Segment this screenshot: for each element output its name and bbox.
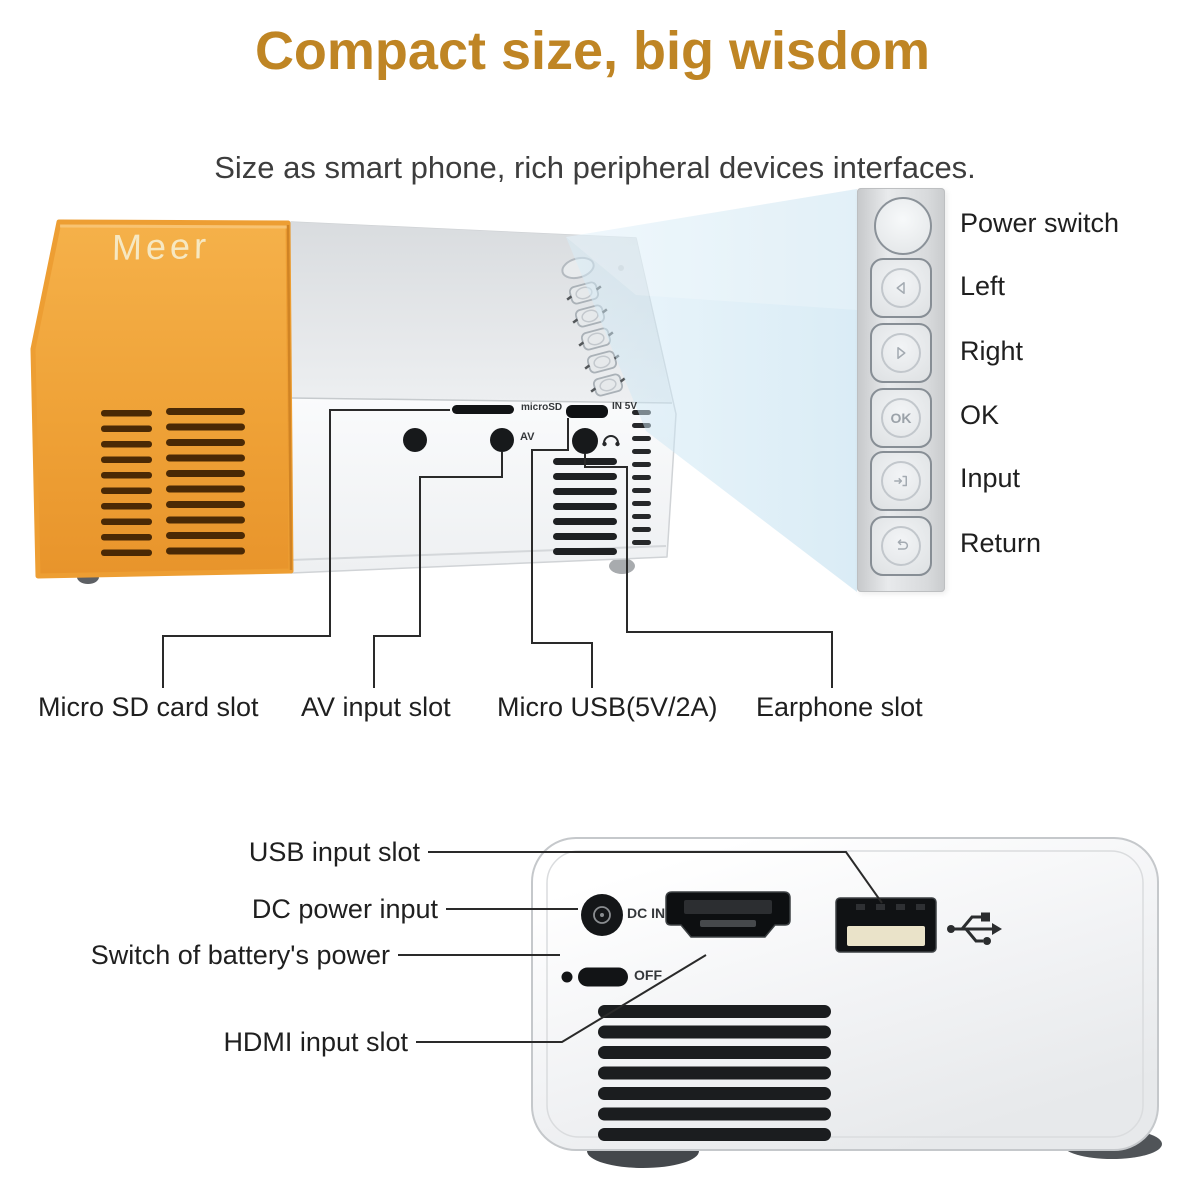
callout-line-microusb xyxy=(531,418,593,688)
callout-label-microusb: Micro USB(5V/2A) xyxy=(497,692,718,722)
usb-port xyxy=(835,897,937,953)
hdmi-port xyxy=(665,891,791,938)
power-button xyxy=(874,197,932,255)
dc-in-pin xyxy=(600,913,604,917)
ok-glyph: OK xyxy=(890,410,912,426)
av-jack xyxy=(490,428,514,452)
right-button xyxy=(870,323,932,383)
input-icon xyxy=(881,461,921,501)
control-panel-strip: OK xyxy=(857,188,945,592)
callout-line-av xyxy=(373,452,503,688)
callout-line-earphone xyxy=(584,454,833,688)
microsd-marking: microSD xyxy=(521,402,563,413)
top-face-crease xyxy=(290,397,673,404)
callout-line-microsd xyxy=(162,409,450,688)
left-button xyxy=(870,258,932,318)
page-subtitle: Size as smart phone, rich peripheral dev… xyxy=(214,150,976,185)
orange-seam xyxy=(286,224,293,571)
zoom-beam xyxy=(566,189,857,592)
micro-sd-slot xyxy=(452,405,514,414)
callout-line-usb xyxy=(428,851,883,904)
focus-jack xyxy=(403,428,427,452)
control-label-input: Input xyxy=(960,463,1021,493)
callout-label-usb: USB input slot xyxy=(248,837,420,867)
callout-lines-bottom xyxy=(398,851,883,1043)
dc-in-marking: DC IN xyxy=(627,905,666,921)
usb-trident-icon xyxy=(947,912,1002,945)
orange-front-face xyxy=(30,219,294,579)
callout-label-hdmi: HDMI input slot xyxy=(223,1027,408,1057)
orange-top-highlight xyxy=(59,224,288,229)
return-button xyxy=(870,516,932,576)
input-button xyxy=(870,451,932,511)
page-title: Compact size, big wisdom xyxy=(254,21,931,81)
callout-label-earphone: Earphone slot xyxy=(756,692,923,722)
callout-label-dc-power: DC power input xyxy=(251,894,438,924)
callout-label-microsd: Micro SD card slot xyxy=(38,692,259,722)
callout-line-hdmi xyxy=(416,954,707,1043)
triangle-right-icon xyxy=(881,333,921,373)
av-marking: AV xyxy=(520,431,535,443)
control-label-left: Left xyxy=(960,271,1006,301)
control-label-power: Power switch xyxy=(960,208,1120,238)
front-vent-grille xyxy=(101,408,245,556)
ok-button: OK xyxy=(870,388,932,448)
projector-rear-view xyxy=(531,837,1162,1168)
return-arrow-icon xyxy=(881,526,921,566)
control-label-right: Right xyxy=(960,336,1024,366)
earphone-jack xyxy=(572,428,598,454)
control-label-ok: OK xyxy=(960,400,1000,430)
dc-in-ring xyxy=(593,906,611,924)
projector-side-view xyxy=(30,219,677,584)
battery-off-marking: OFF xyxy=(634,967,662,983)
triangle-left-icon xyxy=(881,268,921,308)
callout-label-battery-switch: Switch of battery's power xyxy=(90,940,390,970)
ok-icon: OK xyxy=(881,398,921,438)
callout-lines-top xyxy=(162,409,833,688)
headphone-icon xyxy=(602,435,620,447)
in5v-marking: IN 5V xyxy=(612,401,638,412)
micro-usb-port xyxy=(566,405,608,418)
projector-foot xyxy=(609,558,635,574)
rear-body xyxy=(531,837,1159,1151)
rear-vent-grille xyxy=(598,1005,831,1141)
callout-label-av: AV input slot xyxy=(301,692,451,722)
control-label-return: Return xyxy=(960,528,1042,558)
battery-switch xyxy=(561,967,628,987)
brand-logo: Meer xyxy=(111,225,211,268)
